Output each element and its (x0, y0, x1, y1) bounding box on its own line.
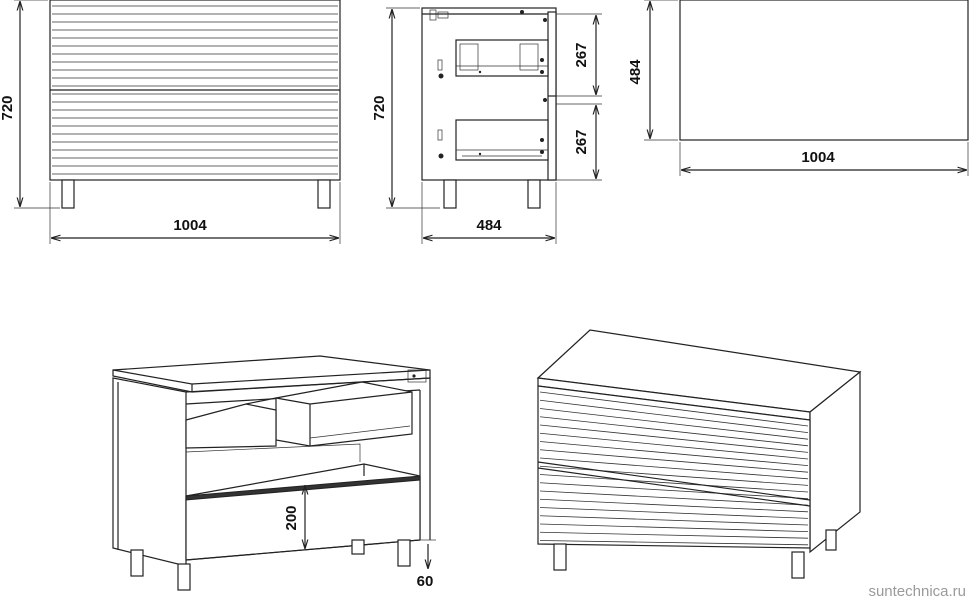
side-lower-drawer-label: 267 (573, 129, 590, 154)
iso-closed-leg (791, 551, 805, 579)
front-right-leg (317, 179, 331, 209)
front-height-label: 720 (0, 95, 16, 120)
iso-open-leg (397, 539, 411, 567)
iso-drawer-height-label: 200 (283, 505, 300, 530)
top-view: 1004 484 (627, 0, 969, 176)
side-lower-drawer (455, 119, 549, 161)
front-width-label: 1004 (173, 217, 207, 234)
iso-drawer-slats (539, 391, 809, 546)
front-left-leg (61, 179, 75, 209)
iso-closed-leg (825, 529, 837, 551)
front-view: 1004 720 (0, 0, 341, 244)
side-back-leg (443, 179, 457, 209)
top-depth-label: 484 (627, 59, 644, 85)
iso-closed-leg (553, 543, 567, 571)
front-drawer-slats (52, 5, 338, 175)
side-depth-label: 484 (476, 217, 502, 234)
iso-open-leg (351, 539, 365, 555)
iso-open-view: 200 60 (112, 355, 436, 591)
iso-closed-view (536, 329, 862, 579)
top-width-label: 1004 (801, 149, 835, 166)
side-upper-drawer (455, 39, 549, 77)
iso-open-leg (130, 549, 144, 577)
top-view-outline (679, 0, 969, 141)
side-front-leg (527, 179, 541, 209)
iso-open-leg (177, 563, 191, 591)
side-upper-drawer-label: 267 (573, 42, 590, 67)
watermark: suntechnica.ru (868, 583, 966, 600)
iso-lower-drawer (185, 463, 421, 561)
side-height-label: 720 (371, 95, 388, 120)
iso-closed-front (537, 385, 811, 549)
iso-leg-height-label: 60 (417, 573, 434, 590)
side-view: 484 720 267 267 (371, 7, 602, 244)
